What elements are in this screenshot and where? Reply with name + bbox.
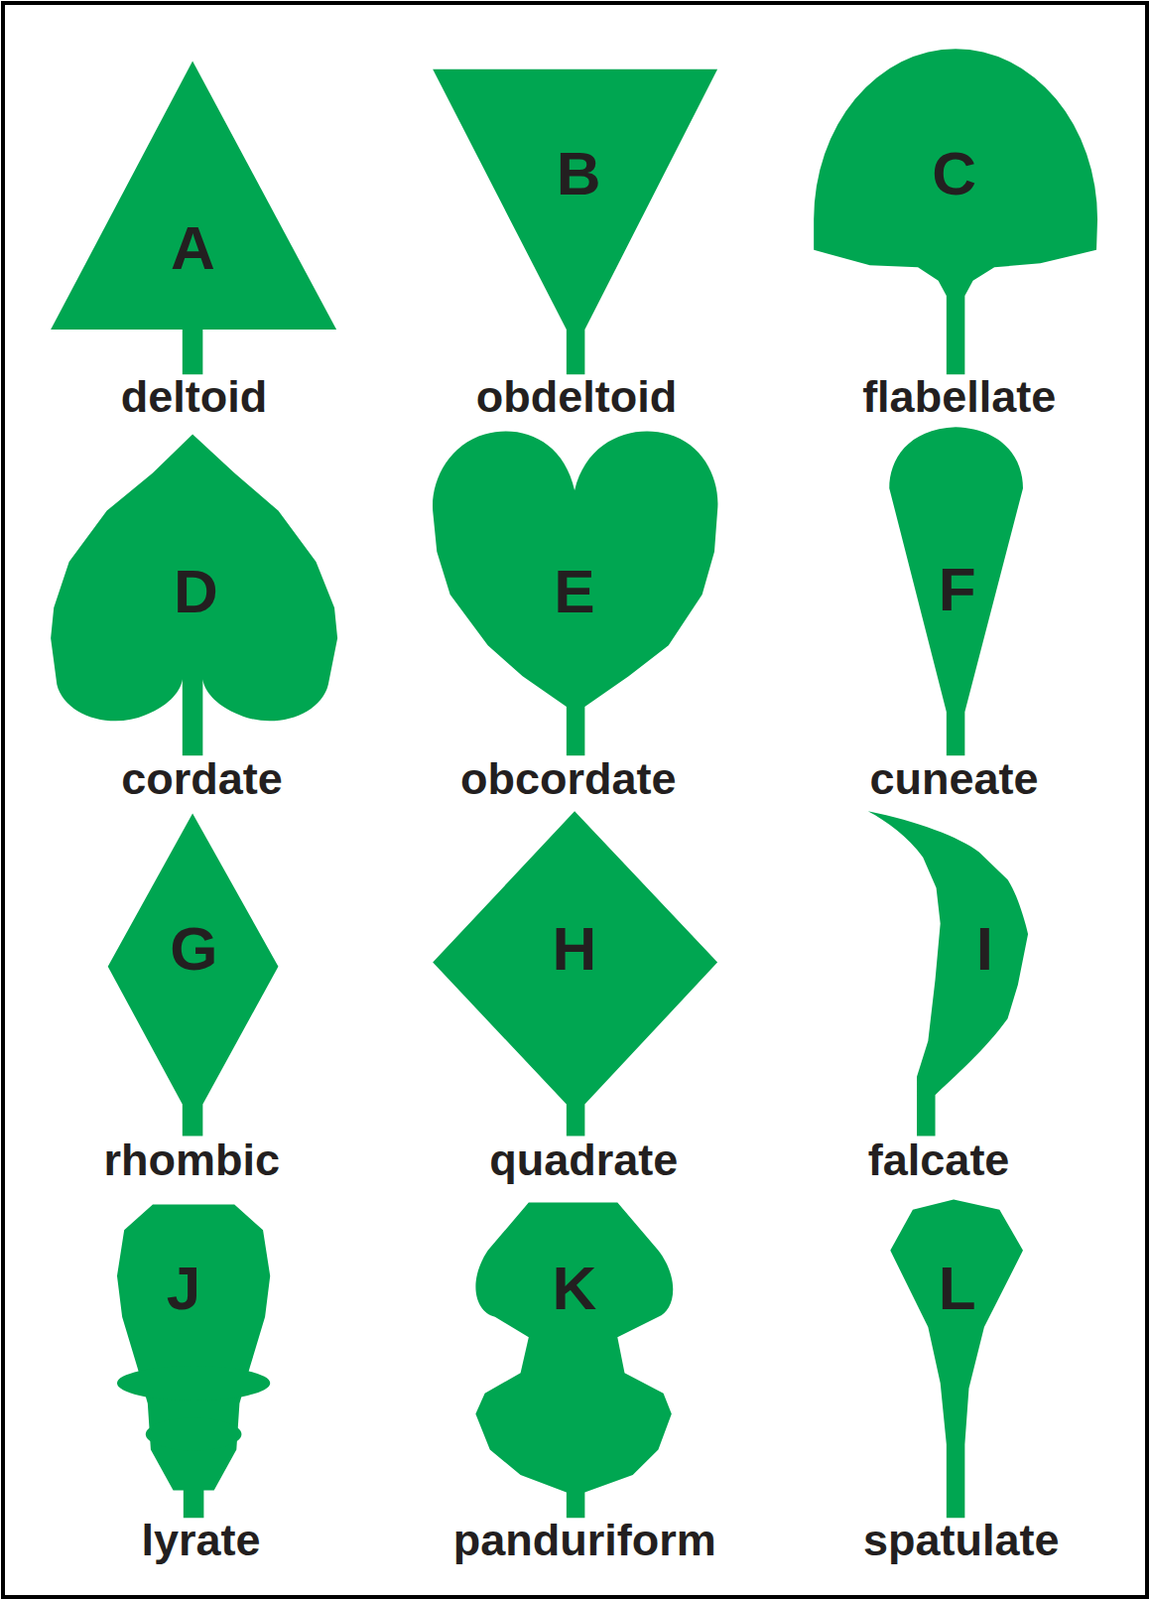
leaf-shape	[432, 811, 718, 1137]
leaf-shape	[117, 1365, 270, 1401]
shape-letter: E	[553, 560, 595, 623]
leaf-shape	[475, 1201, 673, 1518]
shape-name: rhombic	[104, 1137, 281, 1182]
leaf-shape	[432, 430, 718, 756]
leaf-shape	[814, 48, 1099, 375]
shape-name: obcordate	[460, 755, 677, 800]
leaf-shape-node: Fcuneate	[771, 418, 1140, 799]
leaf-shape	[117, 1203, 270, 1518]
shape-name: quadrate	[489, 1137, 678, 1182]
shape-letter: A	[170, 217, 216, 279]
shape-letter: G	[169, 917, 218, 980]
leaf-shape-node: Dcordate	[9, 418, 378, 799]
leaf-outline	[390, 797, 759, 1178]
shape-letter: J	[166, 1257, 201, 1319]
leaf-outline	[390, 1183, 759, 1564]
leaf-outline	[9, 1183, 378, 1564]
leaf-shape-node: Lspatulate	[771, 1183, 1140, 1564]
shape-letter: C	[931, 142, 977, 205]
shape-name: cordate	[121, 755, 283, 800]
leaf-shape	[50, 433, 338, 756]
shape-name: panduriform	[453, 1516, 717, 1561]
leaf-shape-node: Grhombic	[9, 797, 378, 1178]
leaf-outline	[390, 40, 759, 421]
shape-name: cuneate	[869, 755, 1038, 800]
shape-letter: K	[552, 1257, 598, 1319]
shape-name: lyrate	[141, 1516, 261, 1561]
shape-letter: H	[552, 917, 598, 980]
shape-letter: L	[938, 1257, 977, 1319]
leaf-shape-node: Eobcordate	[390, 418, 759, 799]
leaf-shape-node: Jlyrate	[9, 1183, 378, 1564]
shape-name: falcate	[868, 1137, 1011, 1182]
leaf-shape-node: Adeltoid	[9, 40, 378, 421]
shape-letter: I	[976, 917, 994, 980]
leaf-shape	[50, 61, 337, 376]
leaf-shape-node: Bobdeltoid	[390, 40, 759, 421]
shape-letter: F	[938, 558, 977, 621]
leaf-shape	[108, 813, 279, 1137]
leaf-outline	[771, 797, 1140, 1178]
leaf-outline	[771, 1183, 1140, 1564]
leaf-shape-node: Kpanduriform	[390, 1183, 759, 1564]
shape-name: obdeltoid	[476, 374, 677, 419]
leaf-shape	[432, 69, 718, 375]
leaf-shape	[891, 1198, 1024, 1518]
leaf-shape-node: Cflabellate	[771, 40, 1140, 421]
shape-name: spatulate	[863, 1516, 1060, 1561]
leaf-shape	[145, 1416, 243, 1450]
leaf-shape	[890, 426, 1024, 756]
shape-name: deltoid	[121, 374, 267, 419]
leaf-shape-node: Hquadrate	[390, 797, 759, 1178]
leaf-shape-node: Ifalcate	[771, 797, 1140, 1178]
leaf-outline	[771, 40, 1140, 421]
leaf-outline	[9, 797, 378, 1178]
shape-name: flabellate	[862, 374, 1056, 419]
shape-letter: D	[173, 560, 219, 623]
leaf-shape	[868, 811, 1028, 1137]
shape-letter: B	[556, 142, 602, 205]
